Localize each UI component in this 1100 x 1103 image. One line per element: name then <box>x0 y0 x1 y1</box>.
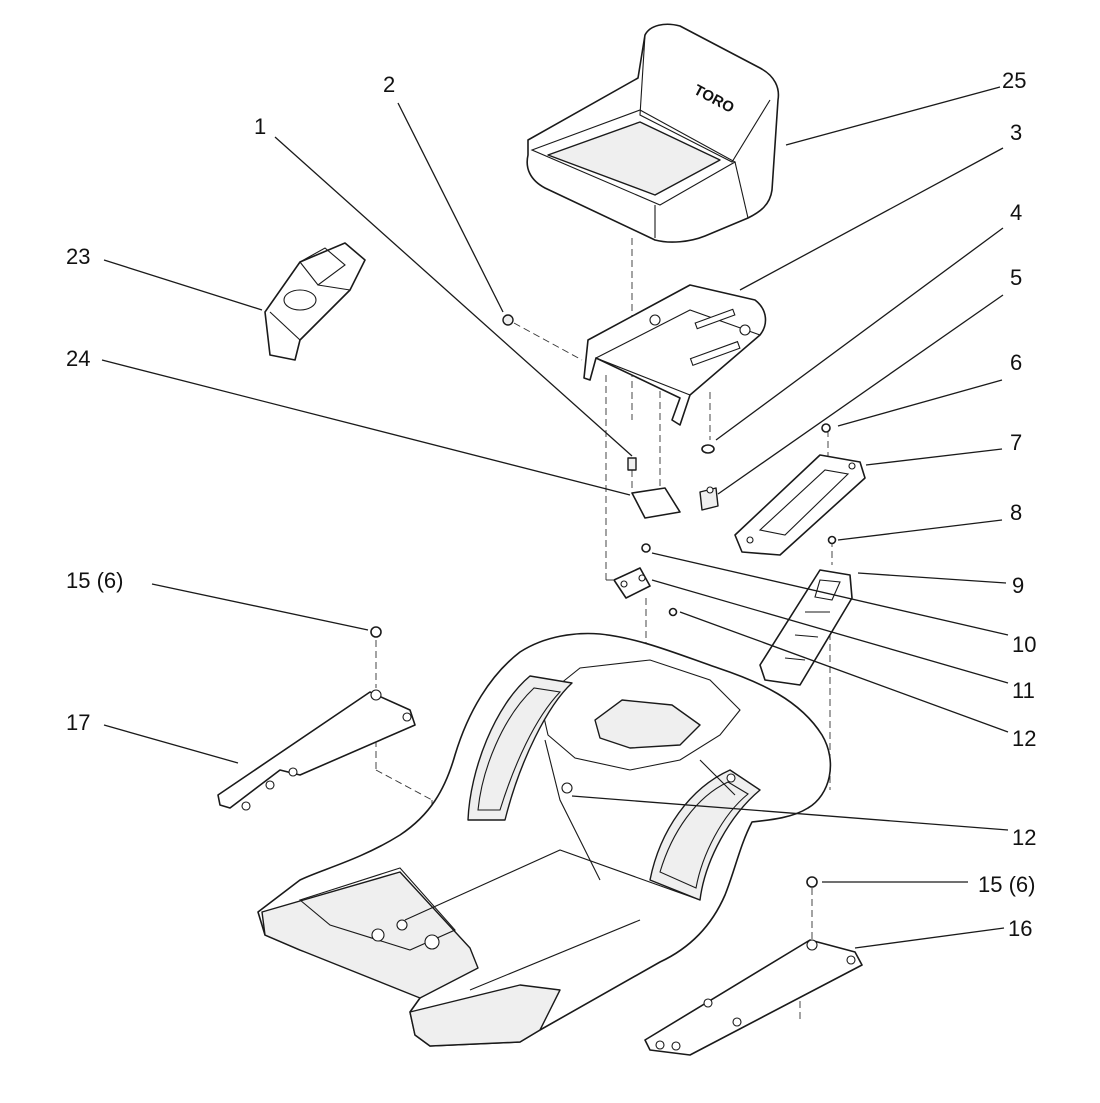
callout-labels: 1 2 3 4 5 6 7 8 9 10 11 12 12 15 (6) 15 … <box>66 68 1036 941</box>
callout-12-top: 12 <box>1012 726 1036 751</box>
screw-1 <box>627 457 637 471</box>
screw-15-left <box>370 626 382 638</box>
callout-1: 1 <box>254 114 266 139</box>
fender-frame <box>257 632 832 1047</box>
callout-5: 5 <box>1010 265 1022 290</box>
callout-4: 4 <box>1010 200 1022 225</box>
pad-24 <box>631 487 681 519</box>
callout-25: 25 <box>1002 68 1026 93</box>
callout-6: 6 <box>1010 350 1022 375</box>
plate-16 <box>644 939 863 1056</box>
bolt-2 <box>502 314 583 361</box>
bracket-9 <box>759 569 853 686</box>
plate-17 <box>217 689 416 811</box>
screw-6 <box>821 423 831 433</box>
callout-10: 10 <box>1012 632 1036 657</box>
seat: TORO <box>526 23 780 243</box>
callout-24: 24 <box>66 346 90 371</box>
callout-15-right: 15 (6) <box>978 872 1035 897</box>
seat-pan <box>583 284 767 426</box>
callout-16: 16 <box>1008 916 1032 941</box>
callout-17: 17 <box>66 710 90 735</box>
screw-10 <box>641 543 651 553</box>
callout-12-bottom: 12 <box>1012 825 1036 850</box>
callout-9: 9 <box>1012 573 1024 598</box>
callout-7: 7 <box>1010 430 1022 455</box>
callout-2: 2 <box>383 72 395 97</box>
callout-23: 23 <box>66 244 90 269</box>
leader-lines <box>101 86 1009 949</box>
callout-3: 3 <box>1010 120 1022 145</box>
hardware <box>370 314 837 888</box>
cup-holder <box>264 242 366 361</box>
callout-11: 11 <box>1012 678 1035 703</box>
screw-12 <box>668 607 678 617</box>
bracket-11 <box>613 567 651 599</box>
screw-15-right <box>806 876 818 888</box>
plate-7 <box>734 454 866 556</box>
washer-4 <box>701 444 715 454</box>
screw-8 <box>827 535 837 545</box>
callout-15-left: 15 (6) <box>66 568 123 593</box>
knob-5 <box>699 486 719 511</box>
callout-8: 8 <box>1010 500 1022 525</box>
